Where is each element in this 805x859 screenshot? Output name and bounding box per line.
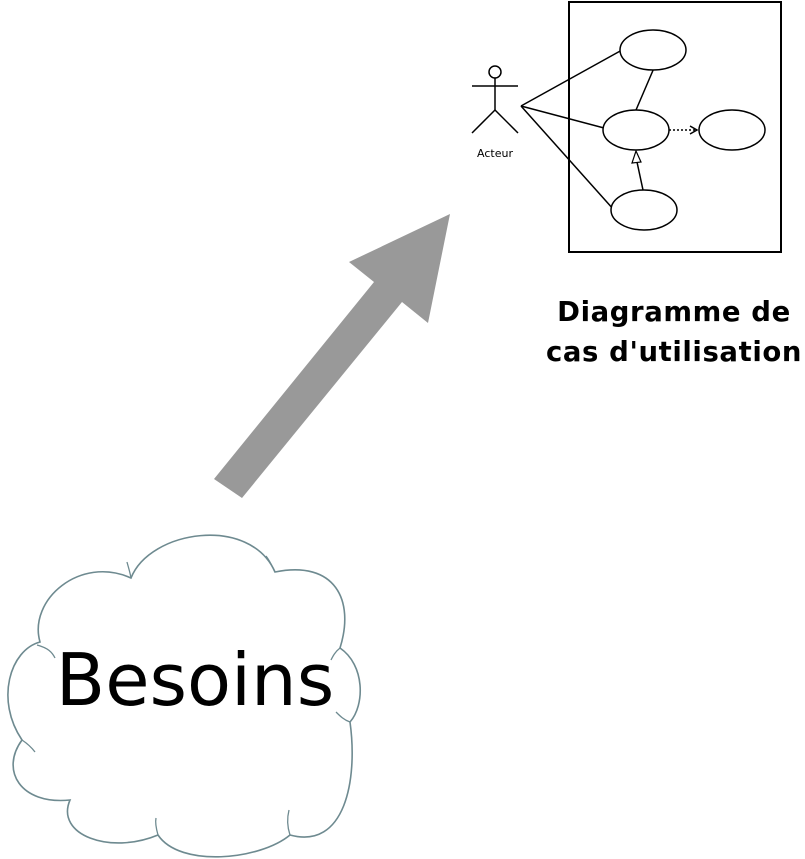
use-case-bottom (610, 189, 678, 231)
diagram-caption: Diagramme de cas d'utilisation (545, 292, 803, 372)
actor: Acteur (471, 65, 519, 160)
system-boundary (568, 1, 782, 253)
needs-cloud: Besoins (7, 534, 361, 858)
caption-line-1: Diagramme de (557, 296, 791, 328)
caption-line-2: cas d'utilisation (545, 336, 803, 368)
needs-label: Besoins (56, 638, 334, 722)
stick-figure-icon (471, 65, 519, 134)
cloud-icon (7, 534, 361, 858)
use-case-right (698, 109, 766, 151)
generalization-arrow (631, 149, 644, 191)
use-case-middle (602, 109, 670, 151)
actor-label: Acteur (477, 147, 513, 160)
associations (520, 49, 655, 211)
use-case-top (619, 29, 687, 71)
flow-arrow (214, 214, 450, 498)
use-cases (602, 29, 766, 231)
